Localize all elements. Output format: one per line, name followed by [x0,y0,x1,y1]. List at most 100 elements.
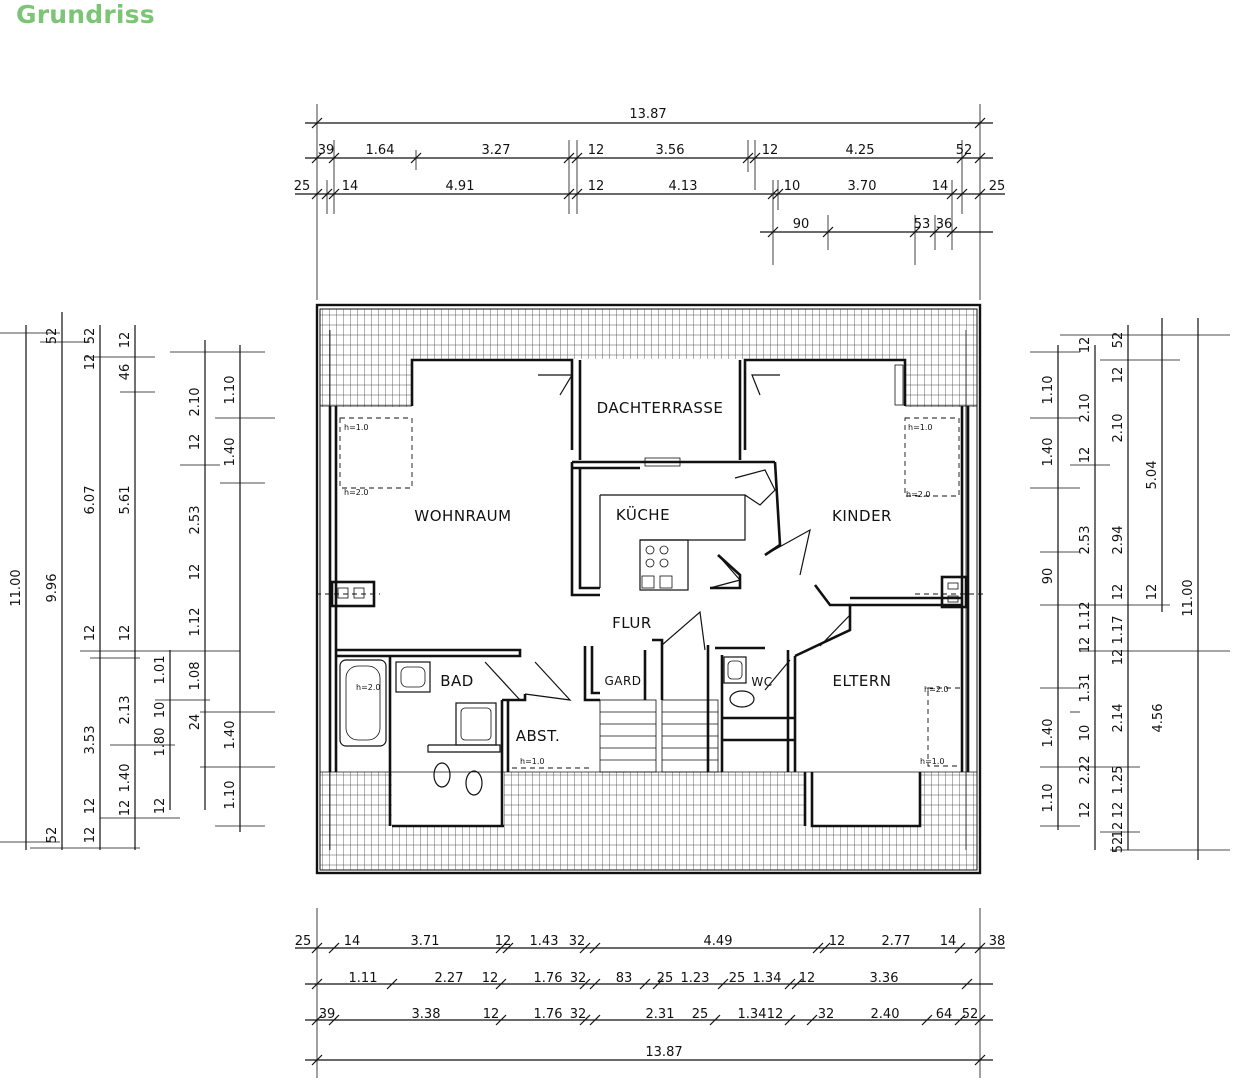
top-dim: 1.64 [366,143,395,158]
top-dimension-chains: 13.87 39 1.64 3.27 12 3.56 12 4.25 52 25… [294,104,1006,300]
right-dim: 12 [1078,637,1093,654]
left-dim: 46 [118,364,133,381]
top-dim: 3.70 [848,179,877,194]
top-dim: 4.91 [446,179,475,194]
height-label: h=2.0 [906,490,931,499]
room-flur: FLUR [612,614,652,632]
right-dim: 11.00 [1181,579,1196,616]
left-dim: 52 [45,328,60,345]
right-dimension-chains: 12 52 1.10 2.10 2.10 5.04 1.40 12 12 2.5… [1030,318,1230,860]
right-dim: 2.22 [1078,756,1093,785]
top-total-dim: 13.87 [629,107,666,122]
bottom-dim: 25 [657,971,674,986]
bottom-dim: 64 [936,1007,953,1022]
top-dim: 12 [588,143,605,158]
bottom-dim: 12 [767,1007,784,1022]
left-dim: 12 [153,798,168,815]
bottom-dim: 1.23 [681,971,710,986]
bottom-dim: 25 [295,934,312,949]
left-dim: 10 [153,702,168,719]
bottom-dim: 1.76 [534,971,563,986]
right-dim: 12 [1078,802,1093,819]
bottom-dim: 1.34 [738,1007,767,1022]
room-labels: WOHNRAUM DACHTERRASSE KÜCHE KINDER FLUR … [414,399,891,745]
top-dim: 14 [932,179,949,194]
bottom-dim: 3.38 [412,1007,441,1022]
top-dim: 25 [294,179,311,194]
ceiling-height-markers: h=1.0 h=2.0 h=1.0 h=2.0 h=2.0 h=1.0 h=2.… [316,417,985,769]
left-dim: 1.01 [153,656,168,685]
bottom-dim: 25 [692,1007,709,1022]
right-dim: 12 [1111,649,1126,666]
bottom-dim: 1.34 [753,971,782,986]
bottom-dim: 25 [729,971,746,986]
left-dim: 3.53 [83,726,98,755]
right-dim: 2.10 [1078,394,1093,423]
bottom-dim: 32 [818,1007,835,1022]
roof-outline [315,303,982,875]
left-dim: 1.10 [223,781,238,810]
left-dim: 24 [188,714,203,731]
walls [328,358,970,828]
room-bad: BAD [440,672,474,690]
top-dim: 90 [793,217,810,232]
height-label: h=1.0 [344,423,369,432]
top-dim: 53 [914,217,931,232]
right-dim: 12 [1111,802,1126,819]
bottom-dim: 2.31 [646,1007,675,1022]
left-dim: 1.40 [118,764,133,793]
left-dim: 1.40 [223,721,238,750]
bottom-dim: 1.76 [534,1007,563,1022]
room-kueche: KÜCHE [616,505,670,524]
left-dim: 12 [118,625,133,642]
top-dim: 25 [989,179,1006,194]
top-dim: 10 [784,179,801,194]
bottom-dim: 32 [570,1007,587,1022]
left-dim: 6.07 [83,486,98,515]
bottom-dimension-chains: 25 14 3.71 12 1.43 32 4.49 12 2.77 14 38… [295,908,1006,1078]
room-dachterrasse: DACHTERRASSE [597,399,724,417]
bottom-dim: 14 [344,934,361,949]
bottom-dim: 2.77 [882,934,911,949]
right-dim: 1.40 [1041,719,1056,748]
top-dim: 12 [588,179,605,194]
bottom-dim: 38 [989,934,1006,949]
left-dim: 1.40 [223,438,238,467]
bottom-dim: 83 [616,971,633,986]
right-dim: 2.53 [1078,526,1093,555]
left-dim: 52 [45,827,60,844]
room-wc: WC [751,675,772,689]
top-dim: 3.27 [482,143,511,158]
right-dim: 1.12 [1078,602,1093,631]
right-dim: 1.31 [1078,674,1093,703]
left-dim: 2.10 [188,388,203,417]
right-dim: 1.25 [1111,766,1126,795]
right-dim: 2.10 [1111,414,1126,443]
left-dim: 12 [83,827,98,844]
left-dim: 12 [83,798,98,815]
height-label: h=2.0 [344,488,369,497]
bottom-dim: 2.27 [435,971,464,986]
left-dim: 12 [118,332,133,349]
room-eltern: ELTERN [832,672,891,690]
right-dim: 52 [1111,332,1126,349]
bottom-dim: 39 [319,1007,336,1022]
left-dim: 5.61 [118,486,133,515]
bottom-dim: 4.49 [704,934,733,949]
bottom-dim: 2.40 [871,1007,900,1022]
right-dim: 12 [1078,447,1093,464]
top-dim: 12 [762,143,779,158]
bottom-dim: 52 [962,1007,979,1022]
right-dim: 2.14 [1111,704,1126,733]
left-dim: 52 [83,328,98,345]
left-dim: 12 [118,800,133,817]
right-dim: 12 [1111,584,1126,601]
height-label: h=2.0 [924,685,949,694]
right-dim: 90 [1041,568,1056,585]
room-wohnraum: WOHNRAUM [414,507,511,525]
bottom-dim: 1.11 [349,971,378,986]
right-dim: 1.10 [1041,376,1056,405]
room-abst: ABST. [516,727,560,745]
left-dim: 2.53 [188,506,203,535]
